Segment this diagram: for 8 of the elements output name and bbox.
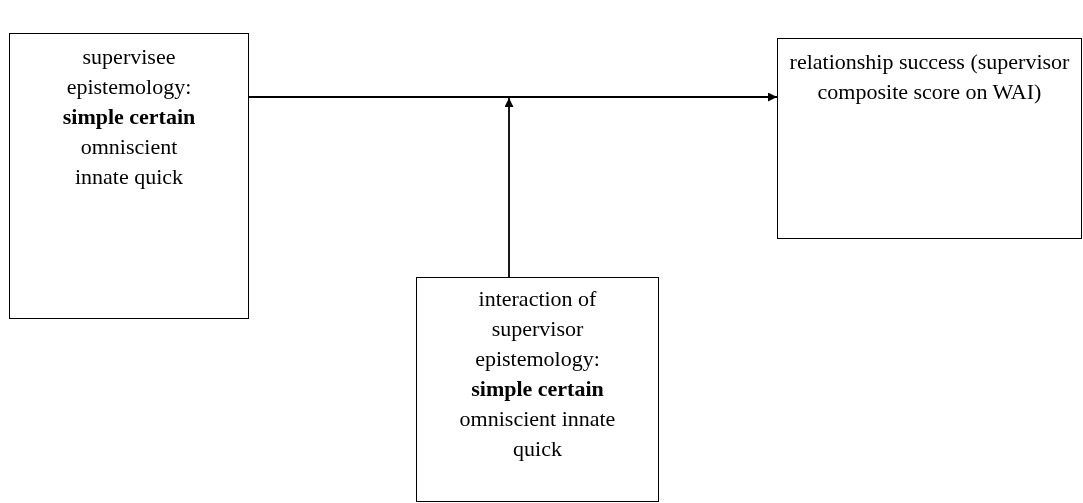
arrow	[248, 92, 778, 102]
box-text: relationship success (supervisor composite score on WAI)	[789, 48, 1070, 106]
arrow	[504, 97, 514, 278]
text-box	[416, 277, 659, 502]
box-text: supervisee epistemology: simple certain omniscient innate quick	[61, 43, 197, 191]
text-box	[9, 33, 249, 319]
box-text: interaction of supervisor epistemology: simple certain omniscient innate quick	[458, 285, 617, 463]
text-box	[777, 38, 1082, 239]
